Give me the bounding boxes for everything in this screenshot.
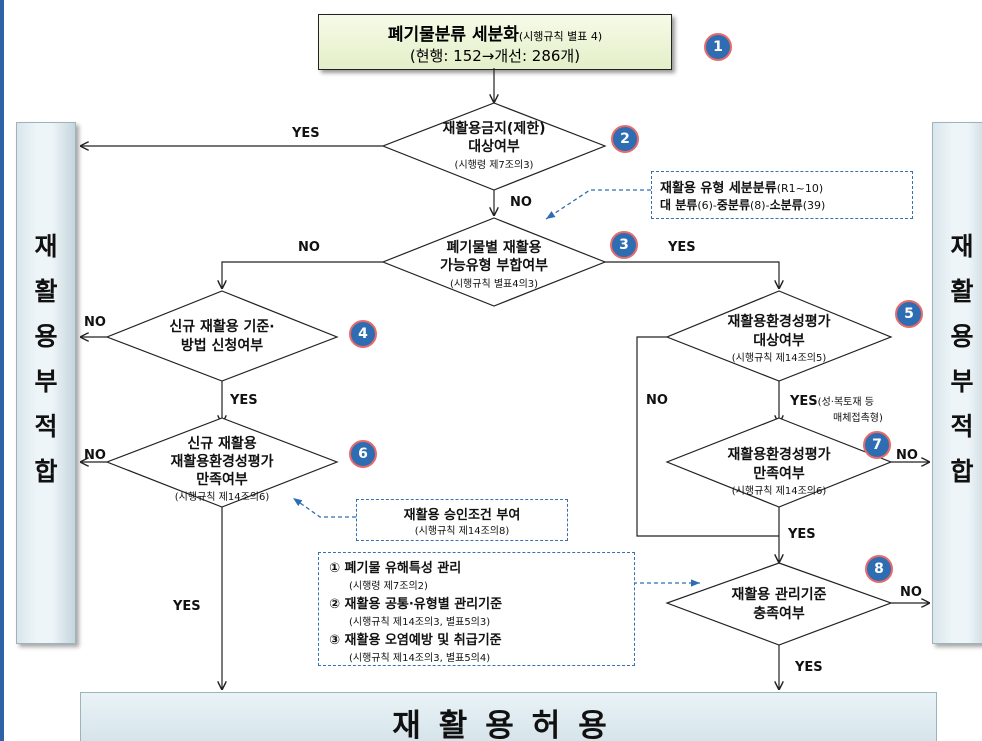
diamond-d4 bbox=[105, 290, 339, 382]
step-badge-4: 4 bbox=[349, 320, 377, 348]
material-note-1: (성·복토재 등 bbox=[817, 397, 874, 408]
label-d6-no: NO bbox=[84, 448, 106, 463]
diamond-d7 bbox=[665, 417, 893, 508]
sidebar-left-char: 활 bbox=[34, 277, 58, 306]
sidebar-left-unsuitable: 재 활 용 부 적 합 bbox=[16, 122, 76, 644]
sidebar-left-char: 적 bbox=[34, 412, 58, 441]
step-badge-2: 2 bbox=[611, 125, 639, 153]
arrow-d3-no bbox=[222, 261, 383, 289]
classification-line2: 대 분류(6)-중분류(8)-소분류(39) bbox=[660, 198, 826, 212]
d5-line1: 재활용환경성평가 bbox=[727, 314, 831, 330]
label-d7-no: NO bbox=[896, 448, 918, 463]
start-box: 폐기물분류 세분화(시행규칙 별표 4) (현행: 152→개선: 286개) bbox=[318, 14, 672, 70]
label-d7-yes: YES bbox=[788, 527, 816, 542]
sidebar-left-char: 합 bbox=[34, 457, 58, 486]
sidebar-right-char: 적 bbox=[950, 412, 974, 441]
approval-line1: 재활용 승인조건 부여 bbox=[403, 508, 521, 523]
sidebar-right-char: 부 bbox=[950, 367, 974, 396]
label-d6-yes: YES bbox=[173, 599, 201, 614]
recycling-allowed-label: 재활용허용 bbox=[392, 708, 625, 741]
d3-line2: 가능유형 부합여부 bbox=[440, 258, 548, 274]
management-item-3-ref: (시행규칙 제14조의3, 별표5의4) bbox=[349, 653, 491, 664]
step-badge-7: 7 bbox=[863, 431, 891, 459]
sidebar-left-char: 부 bbox=[34, 367, 58, 396]
d4-line1: 신규 재활용 기준· bbox=[169, 319, 275, 335]
start-subtitle: (현행: 152→개선: 286개) bbox=[409, 47, 581, 65]
dashed-arrow-approval bbox=[292, 497, 356, 518]
diamond-d8 bbox=[665, 562, 893, 646]
line-d5-no bbox=[636, 336, 779, 537]
label-d8-no: NO bbox=[900, 585, 922, 600]
label-d4-no: NO bbox=[84, 315, 106, 330]
label-d4-yes: YES bbox=[230, 393, 258, 408]
step-badge-1: 1 bbox=[704, 33, 732, 61]
d2-line2: 대상여부 bbox=[468, 139, 520, 155]
d7-line1: 재활용환경성평가 bbox=[727, 447, 831, 463]
diamond-d2 bbox=[381, 102, 607, 191]
note-classification: 재활용 유형 세분분류(R1~10) 대 분류(6)-중분류(8)-소분류(39… bbox=[651, 171, 913, 219]
management-item-1-ref: (시행령 제7조의2) bbox=[349, 581, 428, 592]
d6-line3: 만족여부 bbox=[196, 472, 248, 488]
d8-line1: 재활용 관리기준 bbox=[731, 587, 827, 603]
recycling-allowed-bar: 재활용허용 bbox=[80, 692, 937, 741]
d8-line2: 충족여부 bbox=[753, 606, 805, 622]
d2-line1: 재활용금지(제한) bbox=[442, 121, 546, 137]
step-badge-3: 3 bbox=[610, 231, 638, 259]
management-item-1-title: ① 폐기물 유해특성 관리 bbox=[329, 561, 462, 576]
start-title-ref: (시행규칙 별표 4) bbox=[518, 30, 603, 43]
sidebar-right-unsuitable: 재 활 용 부 적 합 bbox=[932, 122, 982, 644]
management-item-2-title: ② 재활용 공통·유형별 관리기준 bbox=[329, 597, 503, 612]
d6-ref: (시행규칙 제14조의6) bbox=[174, 492, 270, 503]
step-badge-6: 6 bbox=[349, 440, 377, 468]
d4-line2: 방법 신청여부 bbox=[180, 338, 264, 354]
d2-ref: (시행령 제7조의3) bbox=[454, 160, 534, 171]
d5-ref: (시행규칙 제14조의5) bbox=[731, 353, 827, 364]
sidebar-right-char: 활 bbox=[950, 277, 974, 306]
label-d2-no: NO bbox=[510, 195, 532, 210]
sidebar-left-char: 용 bbox=[34, 322, 58, 351]
d3-ref: (시행규칙 별표4의3) bbox=[449, 279, 539, 290]
step-badge-5: 5 bbox=[895, 300, 923, 328]
d6-line1: 신규 재활용 bbox=[187, 436, 257, 452]
diamond-d5 bbox=[665, 290, 893, 382]
diamond-d3 bbox=[381, 217, 607, 307]
label-d5-yes: YES(성·복토재 등 bbox=[790, 394, 874, 409]
diamond-d6 bbox=[105, 417, 339, 508]
management-item-2-ref: (시행규칙 제14조의3, 별표5의3) bbox=[349, 617, 491, 628]
classification-line1: 재활용 유형 세분분류(R1~10) bbox=[660, 181, 824, 196]
sidebar-right-char: 합 bbox=[950, 457, 974, 486]
label-d5-no: NO bbox=[646, 393, 668, 408]
d6-line2: 재활용환경성평가 bbox=[170, 454, 274, 470]
step-badge-8: 8 bbox=[865, 555, 893, 583]
note-approval: 재활용 승인조건 부여 (시행규칙 제14조의8) bbox=[356, 499, 568, 541]
sidebar-right-char: 용 bbox=[950, 322, 974, 351]
label-d8-yes: YES bbox=[795, 660, 823, 675]
label-d3-no: NO bbox=[298, 240, 320, 255]
label-d3-yes: YES bbox=[668, 240, 696, 255]
dashed-arrow-classification bbox=[545, 189, 651, 220]
left-edge-line bbox=[0, 0, 4, 741]
d7-ref: (시행규칙 제14조의6) bbox=[731, 486, 827, 497]
d5-line2: 대상여부 bbox=[753, 333, 805, 349]
label-d2-yes: YES bbox=[292, 126, 320, 141]
sidebar-right-char: 재 bbox=[950, 232, 974, 261]
d7-line2: 만족여부 bbox=[753, 466, 805, 482]
material-note-2: 매체접촉형) bbox=[833, 413, 883, 424]
start-title: 폐기물분류 세분화 bbox=[387, 25, 519, 45]
approval-line2: (시행규칙 제14조의8) bbox=[414, 526, 510, 537]
management-item-3-title: ③ 재활용 오염예방 및 취급기준 bbox=[329, 633, 502, 648]
sidebar-left-char: 재 bbox=[34, 232, 58, 261]
note-management-standards: ① 폐기물 유해특성 관리 (시행령 제7조의2) ② 재활용 공통·유형별 관… bbox=[318, 552, 635, 666]
arrow-d3-yes bbox=[603, 261, 779, 289]
d3-line1: 폐기물별 재활용 bbox=[446, 240, 542, 256]
